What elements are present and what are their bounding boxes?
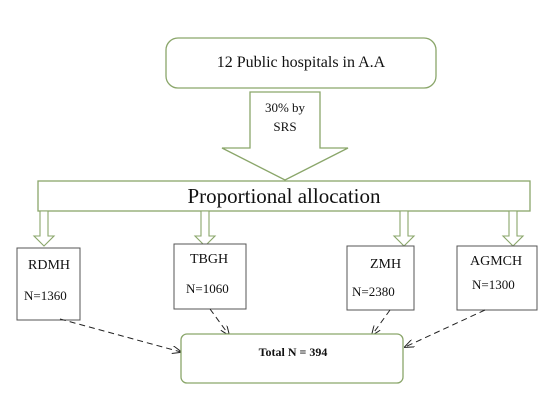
connector-zmh	[372, 309, 391, 335]
top-box-label: 12 Public hospitals in A.A	[216, 54, 386, 71]
total-label: Total N = 394	[258, 344, 328, 359]
connector-tbgh	[209, 308, 229, 335]
total-box	[180, 333, 404, 384]
hospital-n-rdmh: N=1360	[24, 288, 67, 303]
hospital-n-zmh: N=2380	[352, 284, 395, 299]
hospital-name-zmh: ZMH	[370, 257, 402, 272]
hospital-name-agmch: AGMCH	[470, 254, 523, 269]
small-arrow-4	[501, 210, 525, 247]
hospital-box-rdmh	[16, 247, 81, 321]
hospital-name-rdmh: RDMH	[28, 258, 71, 273]
hospital-n-tbgh: N=1060	[186, 281, 229, 296]
sampling-line-2: SRS	[273, 119, 297, 134]
hospital-name-tbgh: TBGH	[190, 252, 229, 267]
sampling-label: 30% by SRS	[250, 98, 320, 136]
hospital-box-agmch	[456, 245, 538, 311]
hospital-box-zmh	[346, 245, 415, 311]
block-arrow	[221, 91, 349, 181]
sampling-line-1: 30% by	[264, 100, 306, 115]
top-box	[165, 37, 437, 89]
hospital-n-agmch: N=1300	[472, 277, 515, 292]
small-arrow-3	[392, 210, 416, 247]
allocation-box	[37, 180, 531, 212]
small-arrow-2	[193, 210, 217, 247]
hospital-box-tbgh	[173, 243, 247, 310]
allocation-label: Proportional allocation	[187, 183, 381, 208]
small-arrow-1	[32, 210, 56, 247]
connector-rdmh	[59, 318, 181, 352]
connector-agmch	[405, 309, 486, 347]
